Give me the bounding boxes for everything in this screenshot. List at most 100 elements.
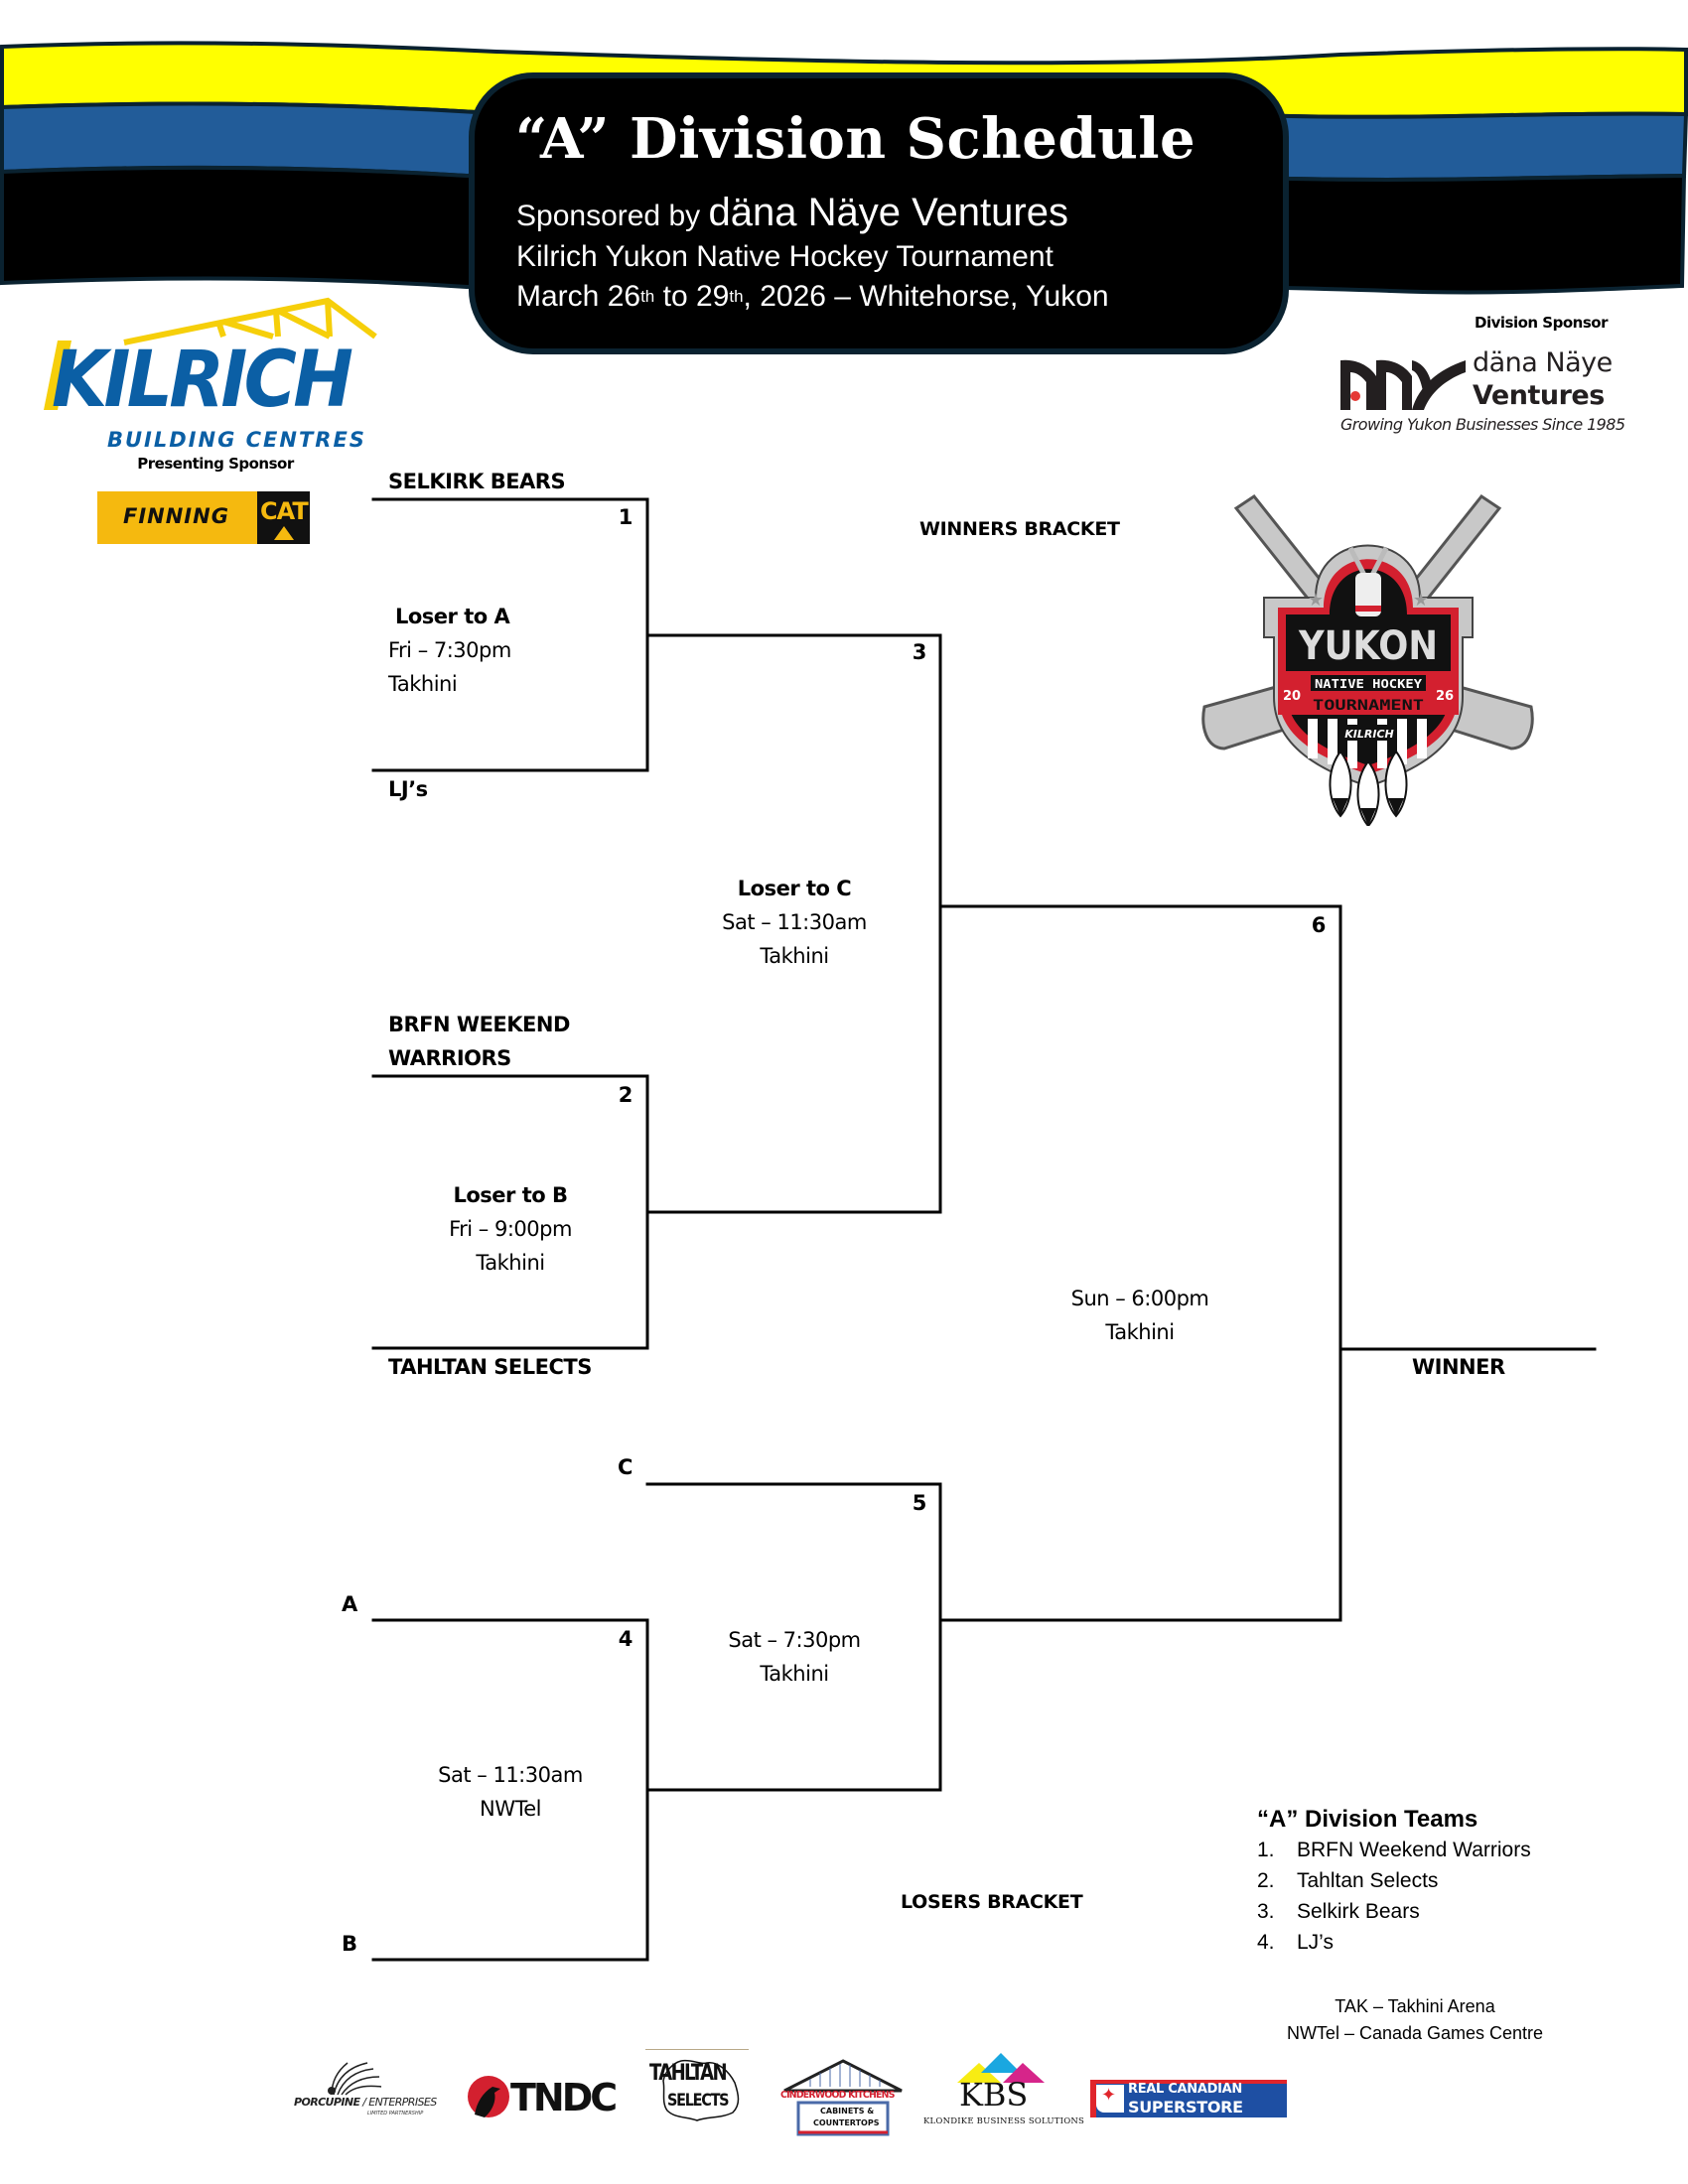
dates-to: to — [662, 280, 688, 313]
yukon-logo-year-left: 20 — [1283, 689, 1301, 704]
game-number-6: 6 — [1311, 913, 1327, 937]
porcupine-quills-icon — [328, 2062, 382, 2096]
page-title: “A” Division Schedule — [515, 106, 1196, 172]
game-4-time: Sat – 11:30am — [438, 1763, 583, 1787]
sponsored-prefix: Sponsored by — [516, 200, 701, 232]
yukon-tournament-logo: ★ ★ YUKON NATIVE HOCKEY TOURNAMENT 20 26… — [1201, 493, 1534, 826]
tahltan-top-rule — [645, 2049, 749, 2050]
porcupine-name: PORCUPINE / ENTERPRISES — [294, 2096, 437, 2109]
maple-leaf-icon: ✦ — [1101, 2085, 1117, 2106]
division-sponsor-label: Division Sponsor — [1475, 314, 1608, 332]
game-number-5: 5 — [912, 1491, 927, 1515]
dates-rest: , 2026 – Whitehorse, Yukon — [743, 280, 1109, 313]
star-icon: ★ — [1413, 590, 1429, 611]
kilrich-logo: KILRICH BUILDING CENTRES — [40, 293, 382, 462]
game-3-venue: Takhini — [760, 944, 829, 968]
game-2-note: Loser to B — [453, 1183, 568, 1207]
game-2-venue: Takhini — [476, 1251, 545, 1275]
yukon-logo-arc-text: YUKON FIRST NATIONS HOCKEY ASSOCIATION — [1318, 538, 1418, 545]
slot-a: A — [342, 1592, 357, 1616]
yukon-logo-line2: NATIVE HOCKEY — [1315, 677, 1423, 691]
list-item-name: BRFN Weekend Warriors — [1297, 1839, 1531, 1861]
kilrich-roof-icon — [123, 297, 377, 345]
yukon-logo-badge: KILRICH — [1344, 728, 1393, 741]
game-number-1: 1 — [618, 505, 633, 529]
game-5-time: Sat – 7:30pm — [728, 1628, 861, 1652]
division-teams-list: 1. BRFN Weekend Warriors 2.Tahltan Select… — [1257, 1835, 1531, 1958]
star-icon: ★ — [1308, 590, 1324, 611]
cinderwood-sub1: CABINETS & — [820, 2107, 875, 2116]
presenting-sponsor-label: Presenting Sponsor — [137, 455, 294, 473]
game-number-4: 4 — [618, 1627, 633, 1651]
yukon-logo-line3: TOURNAMENT — [1313, 698, 1424, 714]
game-2-info: Loser to B Fri – 9:00pm Takhini — [449, 1178, 572, 1280]
superstore-maple-box — [1096, 2085, 1124, 2113]
game-3-time: Sat – 11:30am — [722, 910, 867, 934]
game-2-time: Fri – 9:00pm — [449, 1217, 572, 1241]
game-1-venue: Takhini — [388, 672, 458, 696]
venue-tak: TAK – Takhini Arena — [1335, 1996, 1495, 2016]
list-item-number: 3. — [1257, 1900, 1275, 1923]
slot-b: B — [342, 1932, 357, 1956]
list-item: 2.Tahltan Selects — [1257, 1865, 1531, 1896]
shield-stripes — [1308, 719, 1427, 768]
dana-naye-mark-icon — [1340, 359, 1466, 410]
game-number-3: 3 — [912, 640, 927, 664]
slot-c: C — [618, 1455, 633, 1479]
porcupine-logo: PORCUPINE / ENTERPRISES LIMITED PARTNERS… — [294, 2061, 437, 2120]
finning-panel — [97, 491, 257, 544]
list-item-number: 2. — [1257, 1869, 1275, 1892]
game-1-info: Loser to A Fri – 7:30pm Takhini — [388, 600, 511, 701]
game-3-info: Loser to C Sat – 11:30am Takhini — [722, 872, 867, 973]
dana-naye-logo: däna Näye Ventures Growing Yukon Busines… — [1340, 347, 1628, 439]
header-band — [0, 41, 1688, 354]
tahltan-map-icon — [662, 2059, 740, 2121]
dates-start-suffix: th — [640, 287, 655, 306]
kbs-mountains-icon — [957, 2053, 1045, 2083]
game-4-info: Sat – 11:30am NWTel — [438, 1758, 583, 1826]
list-item-number: 4. — [1257, 1931, 1275, 1954]
kbs-wordmark: KBS — [959, 2076, 1029, 2114]
dates-month: March — [516, 280, 600, 313]
title-plate — [469, 72, 1289, 354]
list-item-name: LJ’s — [1297, 1931, 1334, 1954]
kilrich-wordmark: KILRICH — [52, 336, 353, 425]
game-6-line — [938, 904, 1342, 1622]
game-3-note: Loser to C — [737, 877, 852, 900]
tahltan-line1: TAHLTAN — [649, 2061, 728, 2086]
kbs-subtitle: KLONDIKE BUSINESS SOLUTIONS — [923, 2116, 1085, 2126]
cinderwood-house-icon — [783, 2059, 903, 2136]
kbs-logo: KBS KLONDIKE BUSINESS SOLUTIONS — [923, 2053, 1084, 2128]
superstore-logo: ✦ REAL CANADIAN SUPERSTORE — [1090, 2080, 1287, 2117]
cat-wordmark: CAT — [260, 497, 309, 525]
division-teams: “A” Division Teams 1.BRFN Weekend Warrio… — [1257, 1805, 1531, 1958]
finning-cat-logo: FINNING CAT — [97, 491, 310, 544]
game-5-venue: Takhini — [760, 1662, 829, 1686]
superstore-red-edge — [1090, 2080, 1287, 2084]
superstore-line1: REAL CANADIAN — [1128, 2082, 1242, 2097]
game-4-venue: NWTel — [479, 1797, 541, 1821]
porcupine-name1: PORCUPINE — [294, 2096, 360, 2109]
yukon-logo-main: YUKON — [1298, 623, 1438, 669]
dana-naye-tagline: Growing Yukon Businesses Since 1985 — [1340, 415, 1625, 434]
game-6-time: Sun – 6:00pm — [1070, 1287, 1209, 1310]
yukon-logo-year-right: 26 — [1436, 689, 1454, 704]
team-brfn-line2: WARRIORS — [388, 1046, 511, 1070]
superstore-red-left — [1090, 2080, 1096, 2117]
list-item-number: 1. — [1257, 1839, 1275, 1861]
losers-bracket-label: LOSERS BRACKET — [901, 1891, 1083, 1913]
tndc-wordmark: TNDC — [510, 2076, 618, 2119]
dates-end-day: 29 — [695, 280, 730, 313]
game-6-venue: Takhini — [1105, 1320, 1175, 1344]
player-figure-icon — [1347, 546, 1389, 616]
list-item-name: Selkirk Bears — [1297, 1900, 1420, 1923]
winners-bracket-label: WINNERS BRACKET — [919, 518, 1120, 540]
game-1-time: Fri – 7:30pm — [388, 638, 511, 662]
event-dates: March 26th to 29th, 2026 – Whitehorse, Y… — [516, 280, 1109, 314]
winner-label: WINNER — [1412, 1355, 1505, 1379]
dates-end-suffix: th — [729, 287, 744, 306]
finning-wordmark: FINNING — [123, 504, 229, 528]
dana-naye-line1: däna Näye — [1473, 347, 1613, 378]
list-item: 4. LJ’s — [1257, 1927, 1531, 1958]
game-5-info: Sat – 7:30pm Takhini — [728, 1623, 861, 1691]
